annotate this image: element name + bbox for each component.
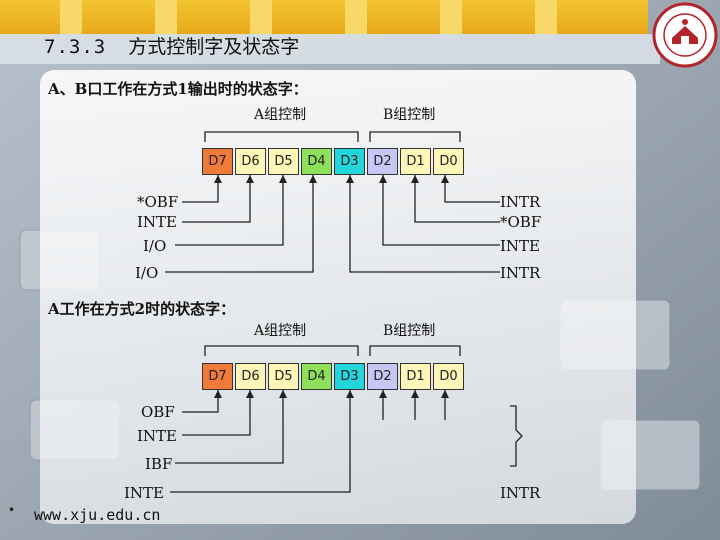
- section2-left-label: IBF: [145, 455, 173, 473]
- section1-bit-d6: D6: [235, 148, 266, 175]
- section2-bit-d4: D4: [301, 363, 332, 390]
- section1-left-label: *OBF: [137, 193, 179, 211]
- section2-group-b-label: B组控制: [383, 323, 436, 339]
- section2-bit-d7: D7: [202, 363, 233, 390]
- section1-bit-d7: D7: [202, 148, 233, 175]
- section1-bit-d1: D1: [400, 148, 431, 175]
- section2-left-label: OBF: [141, 403, 175, 421]
- section1-bit-d5: D5: [268, 148, 299, 175]
- section1-bit-d2: D2: [367, 148, 398, 175]
- section1-right-label: INTR: [500, 264, 541, 282]
- section2-left-label: INTE: [124, 484, 165, 502]
- section1-group-b-label: B组控制: [383, 107, 436, 123]
- section1-bit-d0: D0: [433, 148, 464, 175]
- title-text: 方式控制字及状态字: [128, 36, 300, 58]
- section1-group-a-label: A组控制: [254, 107, 307, 123]
- section2-heading: A工作在方式2时的状态字：: [48, 300, 236, 318]
- section1-bit-d4: D4: [301, 148, 332, 175]
- section2-right-label: INTR: [500, 484, 541, 502]
- section2-group-a-label: A组控制: [254, 323, 307, 339]
- bullet-icon: •: [8, 503, 16, 517]
- section2-bit-d3: D3: [334, 363, 365, 390]
- section1-right-label: *OBF: [500, 213, 542, 231]
- section1-right-label: INTR: [500, 193, 541, 211]
- slide-title: 7.3.3 方式控制字及状态字: [44, 32, 299, 59]
- section1-bit-d3: D3: [334, 148, 365, 175]
- section-number: 7.3.3: [44, 36, 107, 58]
- section2-bit-d5: D5: [268, 363, 299, 390]
- section2-bit-d2: D2: [367, 363, 398, 390]
- university-logo-icon: [652, 2, 718, 68]
- section1-right-label: INTE: [500, 237, 541, 255]
- section1-left-label: I/O: [135, 264, 159, 282]
- section1-left-label: INTE: [137, 213, 178, 231]
- section2-bit-d0: D0: [433, 363, 464, 390]
- section2-bit-d6: D6: [235, 363, 266, 390]
- section2-left-label: INTE: [137, 427, 178, 445]
- section2-bit-d1: D1: [400, 363, 431, 390]
- section1-left-label: I/O: [143, 237, 167, 255]
- section1-heading: A、B口工作在方式1输出时的状态字：: [48, 80, 308, 98]
- footer-url: www.xju.edu.cn: [34, 506, 161, 524]
